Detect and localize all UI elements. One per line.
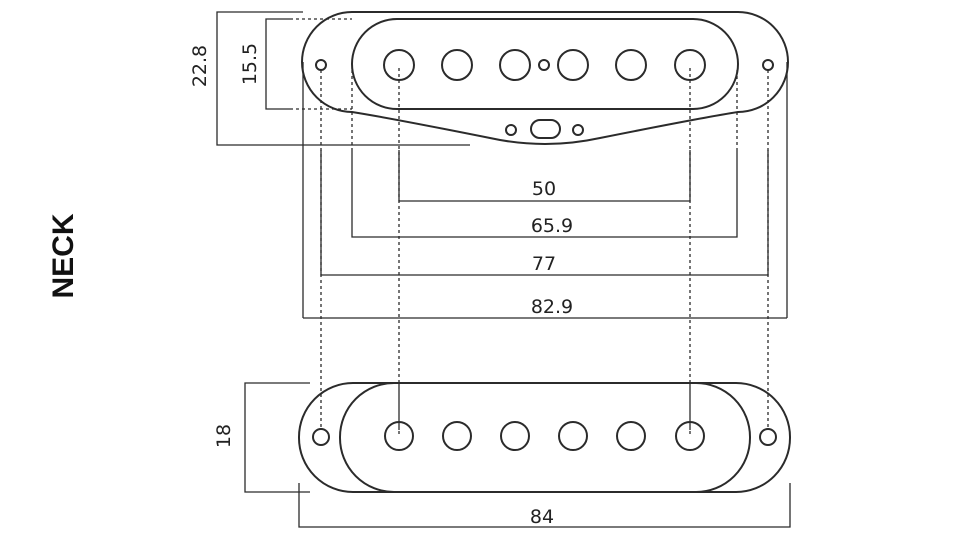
dimension-cover-height: 22.8 [189, 11, 470, 146]
svg-text:82.9: 82.9 [531, 296, 573, 318]
pickup-cover-top-view [301, 11, 789, 145]
pickup-position-title: NECK [47, 213, 80, 298]
pole-pieces [383, 49, 706, 81]
dimension-slot-length: 65.9 [351, 150, 738, 238]
svg-text:15.5: 15.5 [239, 43, 261, 85]
svg-text:84: 84 [530, 506, 554, 528]
dimension-slot-height: 15.5 [239, 18, 352, 110]
dimension-mount-hole-spacing: 77 [320, 150, 769, 276]
dimension-pole-spacing: 50 [398, 150, 691, 202]
svg-text:50: 50 [532, 178, 556, 200]
mount-hole-left [315, 59, 327, 71]
dimension-base-length: 84 [298, 483, 791, 528]
mount-hole-right [762, 59, 774, 71]
dimension-base-height: 18 [213, 382, 310, 493]
svg-text:22.8: 22.8 [189, 45, 211, 87]
svg-text:77: 77 [532, 253, 556, 275]
svg-text:18: 18 [213, 424, 235, 448]
svg-text:65.9: 65.9 [531, 215, 573, 237]
pickup-base-view [298, 382, 791, 493]
dimension-cover-length: 82.9 [303, 296, 787, 319]
